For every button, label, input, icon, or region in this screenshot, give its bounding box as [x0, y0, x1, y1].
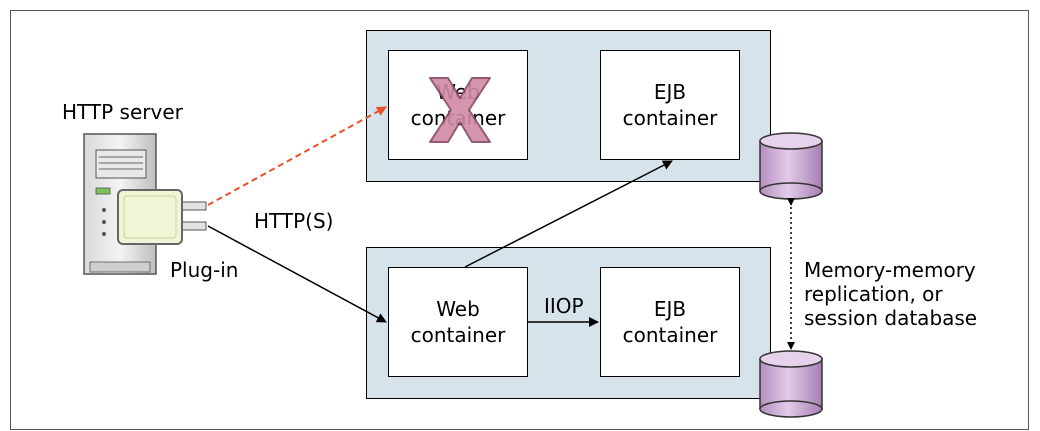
diagram-frame [10, 10, 1029, 430]
session-database-icon-top [759, 132, 823, 200]
http-arrow [207, 225, 387, 323]
iiop-protocol-label: IIOP [544, 294, 584, 318]
http-protocol-label: HTTP(S) [254, 209, 334, 233]
plugin-icon [117, 189, 207, 245]
session-database-icon-bottom [759, 350, 823, 418]
replication-note: Memory-memory replication, or session da… [804, 258, 978, 330]
cross-server-ejb-arrow [464, 160, 673, 268]
plugin-label: Plug-in [170, 258, 239, 282]
failover-arrow [207, 106, 387, 206]
http-server-label: HTTP server [62, 100, 183, 124]
failure-x-icon [429, 77, 491, 143]
